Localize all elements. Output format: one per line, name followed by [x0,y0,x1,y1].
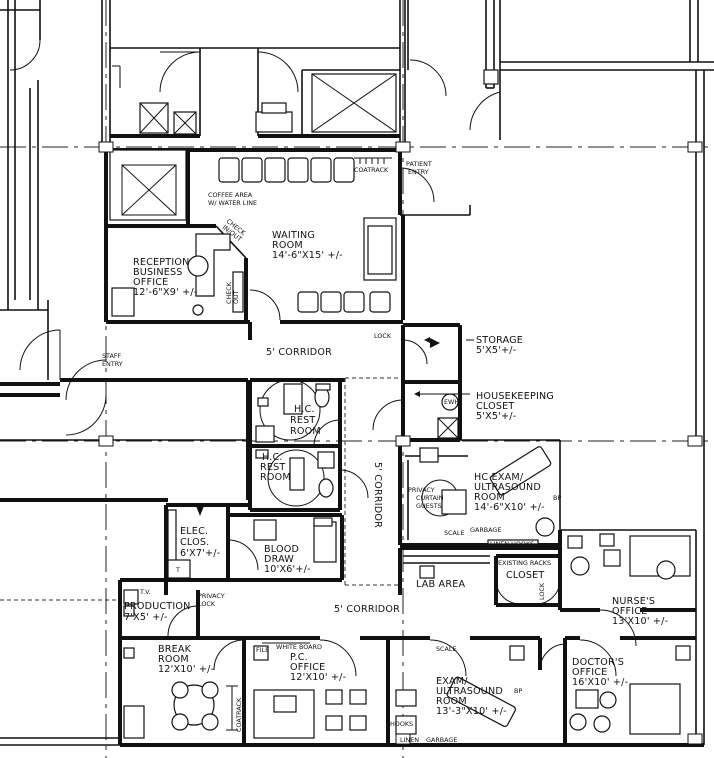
coatrack-break-note: COATRACK [235,697,243,732]
waiting-room-name: WAITING [272,230,315,241]
privacy-tv-note: PRIVACY [198,592,225,600]
lock-closet-note: LOCK [538,582,546,600]
exam-line2: ULTRASOUND [436,686,503,697]
tv-note: T.V. [139,588,151,596]
staff-entry-1: STAFF [102,352,122,360]
reception-size: 12'-6"X9' +/- [133,287,198,298]
white-board-note: WHITE BOARD [276,643,322,651]
coffee-note-2: W/ WATER LINE [208,199,257,207]
hc-rest2-line3: ROOM [260,472,291,483]
hc-exam-line3: ROOM [474,492,505,503]
doctor-size: 16'X10' +/- [572,677,628,688]
nurse-line2: OFFICE [612,606,647,617]
doctor-line2: OFFICE [572,667,607,678]
break-line1: BREAK [158,644,192,655]
top-existing-rooms [9,39,501,138]
elec-size: 6'X7'+/- [180,548,220,559]
blood-size: 10'X6'+/- [264,564,311,575]
ewh-note: EWH [444,398,459,406]
corridor-vertical-label: 5' CORRIDOR [372,462,383,528]
privacy-note-3: GUESTS [416,502,442,510]
doctor-line1: DOCTOR'S [572,657,624,668]
hc-rest1-line2: REST [290,415,315,426]
storage-housekeeping-walls [401,323,474,442]
housekeeping-line2: CLOSET [476,401,514,412]
patient-entry-1: PATIENT [406,160,432,168]
coffee-note-1: COFFEE AREA [208,191,253,199]
linen-hooks-note: LINEN HOOKS [490,540,534,548]
privacy-note-2: CURTAIN [416,494,444,502]
production-size: 7'X5' +/- [124,612,168,623]
patient-entry-2: ENTRY [408,168,429,176]
elec-blood-walls [164,503,344,582]
garbage-note-1: GARBAGE [470,526,501,534]
pc-office-line1: P.C. [290,652,308,663]
reception-line1: RECEPTION [133,257,190,268]
exam-line3: ROOM [436,696,467,707]
nurse-office-walls [558,530,696,647]
file-note: FILE [256,646,269,654]
privacy-note-1: PRIVACY [408,486,435,494]
reception-waiting-walls [104,148,471,340]
transformer-note: T [175,566,180,574]
waiting-room-name2: ROOM [272,240,303,251]
hc-exam-walls [398,439,696,547]
closet-label: CLOSET [506,570,544,581]
corridor-top-label: 5' CORRIDOR [266,347,332,358]
storage-size: 5'X5'+/- [476,345,516,356]
hooks-note: HOOKS [390,720,413,728]
elec-line1: ELEC. [180,526,208,537]
column-markers [98,141,703,745]
hc-rest1-line3: ROOM [290,426,321,437]
room-labels: WAITING ROOM 14'-6"X15' +/- RECEPTION BU… [124,230,668,717]
hc-rest2-line1: H.C. [262,452,283,463]
hc-rest1-line1: H.C. [294,404,315,415]
nurse-line1: NURSE'S [612,596,655,607]
break-line2: ROOM [158,654,189,665]
production-line1: PRODUCTION [124,601,191,612]
exam-size: 13'-3"X10' +/- [436,706,507,717]
reception-line2: BUSINESS [133,267,183,278]
bp-note-1: BP [553,494,561,502]
hc-exam-size: 14'-6"X10' +/- [474,502,545,513]
scale-note-1: SCALE [444,529,465,537]
coatrack-top-note: COATRACK [354,166,389,174]
hc-exam-line1: HC EXAM/ [474,472,524,483]
bp-note-2: BP [514,687,522,695]
pc-office-size: 12'X10' +/- [290,672,346,683]
lab-area-label: LAB AREA [416,579,465,590]
left-door-openings [19,329,107,436]
annotation-notes: COFFEE AREA W/ WATER LINE COATRACK PATIE… [102,160,561,744]
blood-line2: DRAW [264,554,294,565]
bottom-room-walls [118,578,696,745]
staff-entry-2: ENTRY [102,360,123,368]
blood-line1: BLOOD [264,544,299,555]
nurse-size: 13'X10' +/- [612,616,668,627]
corridor-bottom-label: 5' CORRIDOR [334,604,400,615]
lock-storage-note: LOCK [374,332,392,340]
waiting-room-size: 14'-6"X15' +/- [272,250,343,261]
check-note-4: OUT [232,290,240,304]
reception-line3: OFFICE [133,277,168,288]
break-size: 12'X10' +/- [158,664,214,675]
housekeeping-line1: HOUSEKEEPING [476,391,554,402]
scale-exam-note: SCALE [436,645,457,653]
garbage-note-bottom: GARBAGE [426,736,457,744]
elec-line2: CLOS. [180,537,209,548]
pc-office-line2: OFFICE [290,662,325,673]
lock-production-note: LOCK [198,600,216,608]
hc-rest2-line2: REST [260,462,285,473]
restroom-corridor-walls [248,377,404,586]
exam-line1: EXAM/ [436,676,468,687]
hc-exam-line2: ULTRASOUND [474,482,541,493]
housekeeping-size: 5'X5'+/- [476,411,516,422]
linen-bottom-note: LINEN [400,736,419,744]
existing-racks-note: EXISTING RACKS [498,559,551,567]
check-note-3: CHECK [225,281,233,304]
storage-name: STORAGE [476,335,523,346]
